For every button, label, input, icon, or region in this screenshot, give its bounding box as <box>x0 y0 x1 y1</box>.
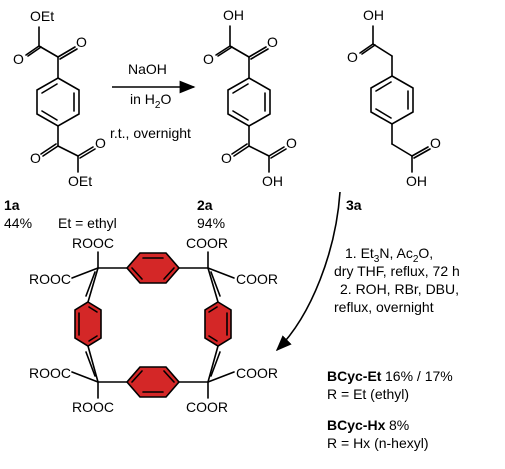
ester-label: COOR <box>186 235 228 251</box>
ester-label: COOR <box>236 271 278 287</box>
hydroxyl-label-bottom: OH <box>262 173 283 189</box>
reaction-step-2: 2. ROH, RBr, DBU, <box>340 281 459 297</box>
carbonyl-o-label: O <box>203 51 214 67</box>
product-definition: R = Et (ethyl) <box>327 386 409 402</box>
product-legend: BCyc-Et 16% / 17% R = Et (ethyl) BCyc-Hx… <box>327 368 453 451</box>
ester-label: COOR <box>186 399 228 415</box>
benzene-ring-top <box>125 252 181 284</box>
product-definition: R = Hx (n-hexyl) <box>327 435 429 451</box>
benzene-ring-left <box>74 301 102 347</box>
keto-o-label: O <box>221 150 232 166</box>
carbonyl-o-label: O <box>286 135 297 151</box>
product-yield: 16% / 17% <box>385 368 453 384</box>
reaction-arrow-1: NaOH in H2O r.t., overnight <box>110 61 196 141</box>
keto-o-label: O <box>30 150 41 166</box>
benzene-ring-bottom <box>125 366 181 398</box>
carbonyl-o-label: O <box>347 49 358 65</box>
reaction-condition: r.t., overnight <box>110 125 191 141</box>
carbonyl-o-label: O <box>430 135 441 151</box>
ester-label: ROOC <box>72 235 114 251</box>
benzene-ring-right <box>204 301 232 347</box>
yield-1a: 44% <box>4 215 32 231</box>
keto-o-label: O <box>76 34 87 50</box>
curved-arrow <box>275 191 341 352</box>
ester-label: COOR <box>236 365 278 381</box>
compound-id-1a: 1a <box>4 197 20 213</box>
molecule-1a-bonds <box>25 26 96 173</box>
reaction-step-1: 1. Et3N, Ac2O, <box>345 245 433 265</box>
ester-label: ROOC <box>72 399 114 415</box>
molecule-3a: OH O O OH 3a <box>346 7 441 213</box>
macrocycle-bonds <box>71 251 235 399</box>
molecule-3a-bonds <box>359 25 431 173</box>
hydroxyl-label-top: OH <box>363 7 384 23</box>
reaction-step-1-conditions: dry THF, reflux, 72 h <box>334 263 460 279</box>
reaction-step-2-conditions: reflux, overnight <box>334 299 434 315</box>
keto-o-label: O <box>267 34 278 50</box>
ethoxy-label-top: OEt <box>30 8 54 24</box>
reaction-arrow-2: 1. Et3N, Ac2O, dry THF, reflux, 72 h 2. … <box>275 191 460 352</box>
reagent-naoh: NaOH <box>128 61 167 77</box>
ethyl-definition: Et = ethyl <box>58 215 117 231</box>
macrocycle: ROOC ROOC COOR COOR ROOC ROOC COOR COOR <box>29 235 278 415</box>
reagent-solvent: in H2O <box>130 91 171 111</box>
carbonyl-o-label: O <box>13 51 24 67</box>
compound-id-3a: 3a <box>346 197 362 213</box>
product-name: BCyc-Et <box>327 368 382 384</box>
carbonyl-o-label: O <box>95 135 106 151</box>
ethoxy-label-bottom: OEt <box>68 173 92 189</box>
compound-id-2a: 2a <box>197 197 213 213</box>
ester-label: ROOC <box>29 365 71 381</box>
ester-label: ROOC <box>29 271 71 287</box>
product-name: BCyc-Hx <box>327 417 386 433</box>
yield-2a: 94% <box>197 215 225 231</box>
molecule-1a: OEt O O O O OEt 1a 44% Et = ethyl <box>4 8 117 231</box>
hydroxyl-label-bottom: OH <box>406 173 427 189</box>
product-yield: 8% <box>389 417 409 433</box>
molecule-2a: OH O O O O OH 2a 94% <box>197 7 297 231</box>
hydroxyl-label-top: OH <box>223 7 244 23</box>
molecule-2a-bonds <box>215 25 287 173</box>
